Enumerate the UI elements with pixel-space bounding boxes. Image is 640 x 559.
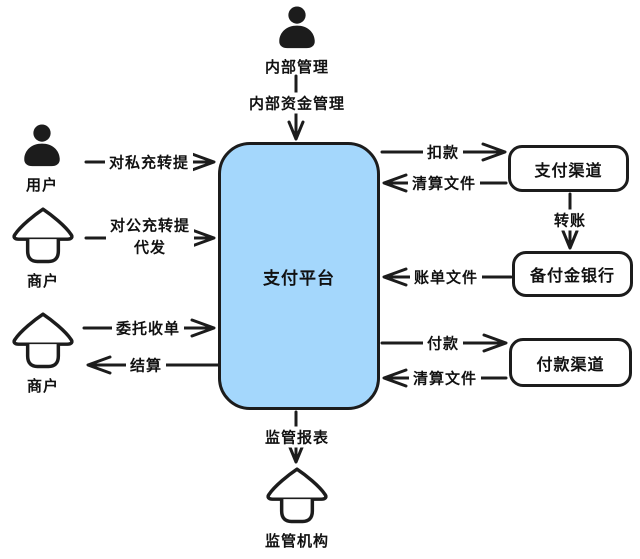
node-payout-channel: 付款渠道 [509, 338, 632, 387]
payout-channel-label: 付款渠道 [536, 354, 605, 374]
node-regulator: 监管机构 [258, 465, 336, 551]
reserve-bank-label: 备付金银行 [529, 266, 615, 285]
edge-label-regulatory-report: 监管报表 [260, 426, 334, 448]
merchant-deposit-label: 商户 [26, 272, 59, 290]
edge-label-transfer: 转账 [549, 209, 591, 231]
node-merchant-deposit: 商户 [5, 205, 81, 291]
house-icon [7, 310, 79, 374]
user-label: 用户 [25, 176, 58, 194]
internal-admin-label: 内部管理 [264, 58, 329, 76]
node-payment-channel: 支付渠道 [508, 145, 629, 192]
payment-platform-label: 支付平台 [263, 268, 335, 289]
node-user: 用户 [8, 123, 76, 195]
edge-label-settlement: 结算 [125, 354, 167, 376]
regulator-label: 监管机构 [264, 532, 329, 550]
person-icon [18, 123, 66, 173]
house-icon [7, 205, 79, 269]
person-icon [273, 5, 321, 55]
edge-label-internal-funds: 内部资金管理 [244, 92, 350, 114]
payment-channel-label: 支付渠道 [534, 160, 603, 180]
edge-label-personal-transfer: 对私充转提 [104, 151, 194, 173]
house-icon [260, 465, 334, 529]
edge-label-corporate-transfer-line2: 代发 [133, 238, 167, 256]
edge-label-deduction: 扣款 [422, 141, 464, 163]
node-payment-platform: 支付平台 [218, 142, 380, 410]
edge-label-corporate-transfer-line1: 对公充转提 [109, 216, 191, 235]
node-internal-admin: 内部管理 [262, 5, 332, 77]
node-reserve-bank: 备付金银行 [512, 251, 633, 297]
edge-label-clearing-file-top: 清算文件 [407, 172, 481, 194]
edge-label-corporate-transfer: 对公充转提 代发 [105, 215, 195, 259]
edge-label-clearing-file-bottom: 清算文件 [408, 367, 482, 389]
edge-label-payout: 付款 [422, 332, 464, 354]
merchant-acquiring-label: 商户 [26, 377, 59, 395]
edge-label-bill-file: 账单文件 [409, 266, 483, 288]
node-merchant-acquiring: 商户 [5, 310, 81, 396]
edge-label-entrusted-acquiring: 委托收单 [111, 317, 185, 339]
